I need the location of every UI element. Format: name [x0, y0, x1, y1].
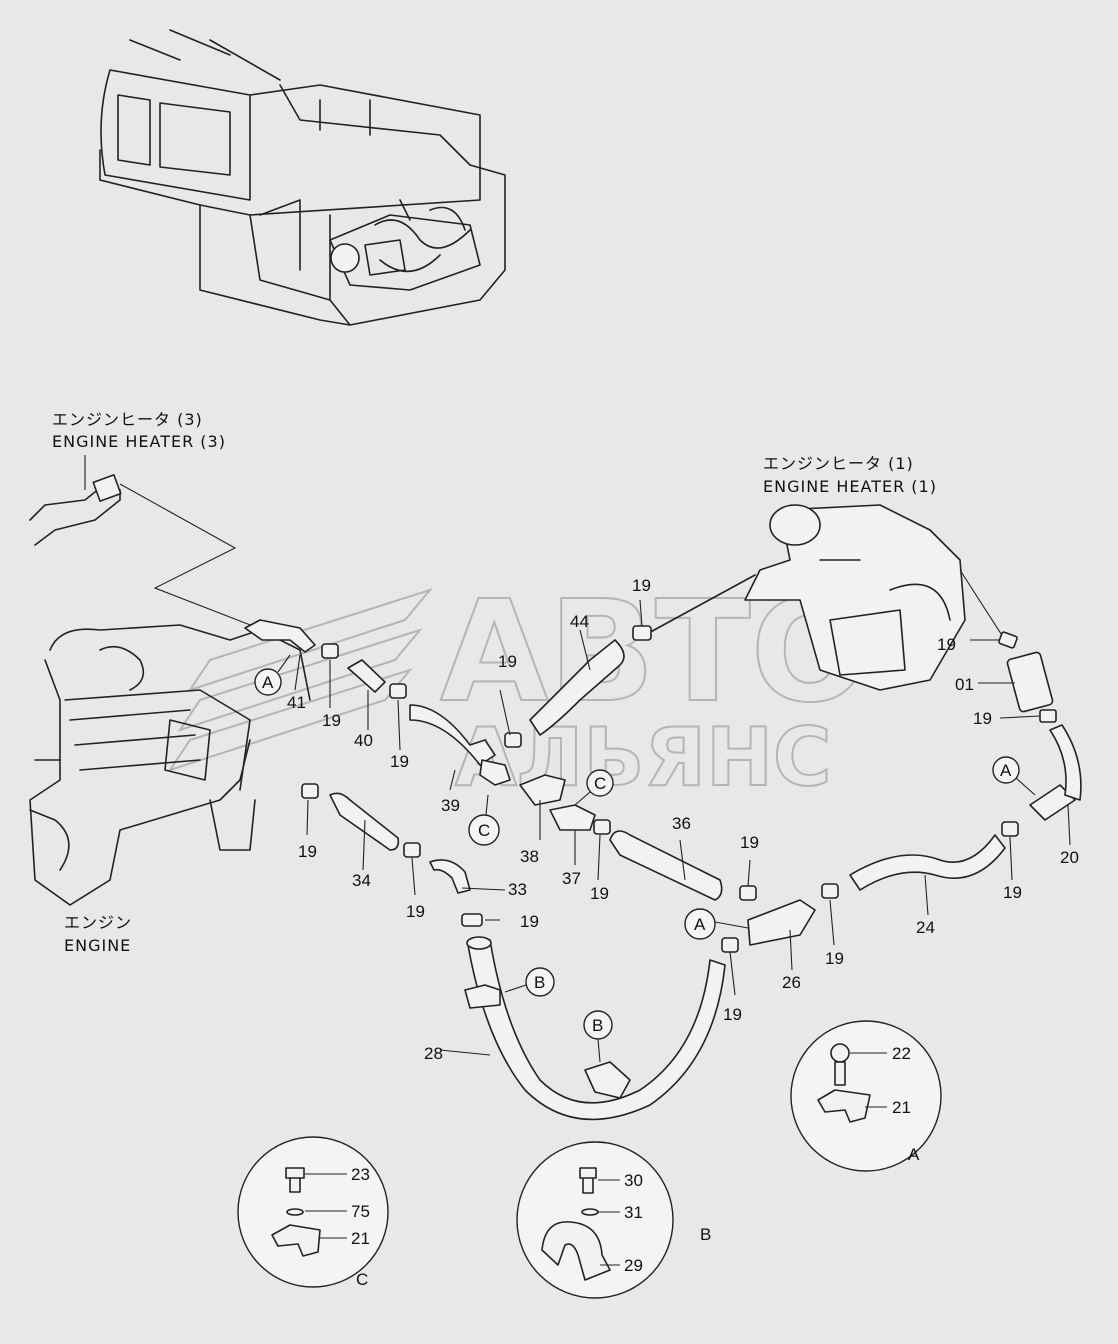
view-marker-a3: A: [694, 915, 706, 934]
callout-39: 39: [441, 796, 460, 815]
tee-fitting-26: [747, 899, 816, 946]
engine-heater-1: エンジンヒータ (1) ENGINE HEATER (1): [644, 454, 1018, 691]
callout-19: 19: [973, 709, 992, 728]
callout-19: 19: [590, 884, 609, 903]
heater1-label-jp: エンジンヒータ (1): [763, 454, 914, 473]
hose-40: [347, 659, 386, 693]
heater3-label-jp: エンジンヒータ (3): [52, 410, 203, 429]
callout-34: 34: [352, 871, 371, 890]
callout-33: 33: [508, 880, 527, 899]
view-marker-a: A: [262, 673, 274, 692]
hose-39: [409, 704, 496, 766]
hose-24: [849, 834, 1006, 891]
detail-b-callout-30: 30: [624, 1171, 643, 1190]
hose-01: [1006, 651, 1054, 713]
engine-block: エンジン ENGINE: [29, 624, 311, 955]
view-marker-c2: C: [594, 774, 606, 793]
callout-19: 19: [632, 576, 651, 595]
clamp-19: [321, 643, 339, 659]
callout-24: 24: [916, 918, 935, 937]
view-marker-b2: B: [592, 1016, 603, 1035]
callout-28: 28: [424, 1044, 443, 1063]
callout-19: 19: [298, 842, 317, 861]
callout-26: 26: [782, 973, 801, 992]
detail-c-label: C: [356, 1270, 368, 1289]
callout-19: 19: [520, 912, 539, 931]
callout-01: 01: [955, 675, 974, 694]
fitting-37: [549, 804, 596, 831]
engine-label-jp: エンジン: [64, 913, 132, 932]
callout-19: 19: [406, 902, 425, 921]
view-marker-c: C: [478, 821, 490, 840]
callout-40: 40: [354, 731, 373, 750]
callout-19: 19: [322, 711, 341, 730]
hose-44: [529, 639, 625, 736]
detail-c-callout-75: 75: [351, 1202, 370, 1221]
view-markers: A C C A A B B: [254, 654, 1036, 1063]
detail-b-callout-31: 31: [624, 1203, 643, 1222]
hose-28: [467, 939, 726, 1121]
callout-19: 19: [1003, 883, 1022, 902]
callout-37: 37: [562, 869, 581, 888]
detail-c-callout-23: 23: [351, 1165, 370, 1184]
callout-19: 19: [825, 949, 844, 968]
heater1-label-en: ENGINE HEATER (1): [763, 477, 937, 496]
detail-b-label: B: [700, 1225, 711, 1244]
callout-36: 36: [672, 814, 691, 833]
view-marker-a2: A: [1000, 761, 1012, 780]
callout-19: 19: [723, 1005, 742, 1024]
detail-c-callout-21: 21: [351, 1229, 370, 1248]
detail-view-a: 22 21 A: [790, 1020, 942, 1172]
engine-label-en: ENGINE: [64, 936, 131, 955]
fitting-20: [1029, 784, 1076, 821]
detail-a-callout-22: 22: [892, 1044, 911, 1063]
callout-19: 19: [498, 652, 517, 671]
hose-36: [609, 830, 723, 901]
engine-heater-3: エンジンヒータ (3) ENGINE HEATER (3): [29, 410, 259, 629]
callout-19: 19: [937, 635, 956, 654]
hose-system: [244, 619, 1082, 1121]
elbow-fitting-41: [244, 619, 316, 653]
watermark-line2: АЛЬЯНС: [455, 711, 832, 804]
callout-numbers: 41 19 40 19 39 19 44 19 38 37 19 36 19 1…: [287, 576, 1079, 1063]
callout-41: 41: [287, 693, 306, 712]
heater3-label-en: ENGINE HEATER (3): [52, 432, 226, 451]
leader-lines: [294, 599, 1071, 1056]
callout-20: 20: [1060, 848, 1079, 867]
hose-34: [329, 792, 400, 851]
detail-view-b: 30 31 29 B: [516, 1141, 711, 1299]
callout-19: 19: [740, 833, 759, 852]
elbow-33: [429, 859, 471, 894]
detail-b-callout-29: 29: [624, 1256, 643, 1275]
detail-view-c: 23 75 21 C: [237, 1136, 389, 1289]
watermark-logo: [167, 588, 433, 772]
detail-a-callout-21: 21: [892, 1098, 911, 1117]
view-marker-b: B: [534, 973, 545, 992]
callout-38: 38: [520, 847, 539, 866]
callout-19: 19: [390, 752, 409, 771]
callout-44: 44: [570, 612, 589, 631]
fitting-38: [519, 774, 566, 806]
excavator-overview: [99, 29, 506, 326]
detail-a-label: A: [908, 1145, 920, 1164]
